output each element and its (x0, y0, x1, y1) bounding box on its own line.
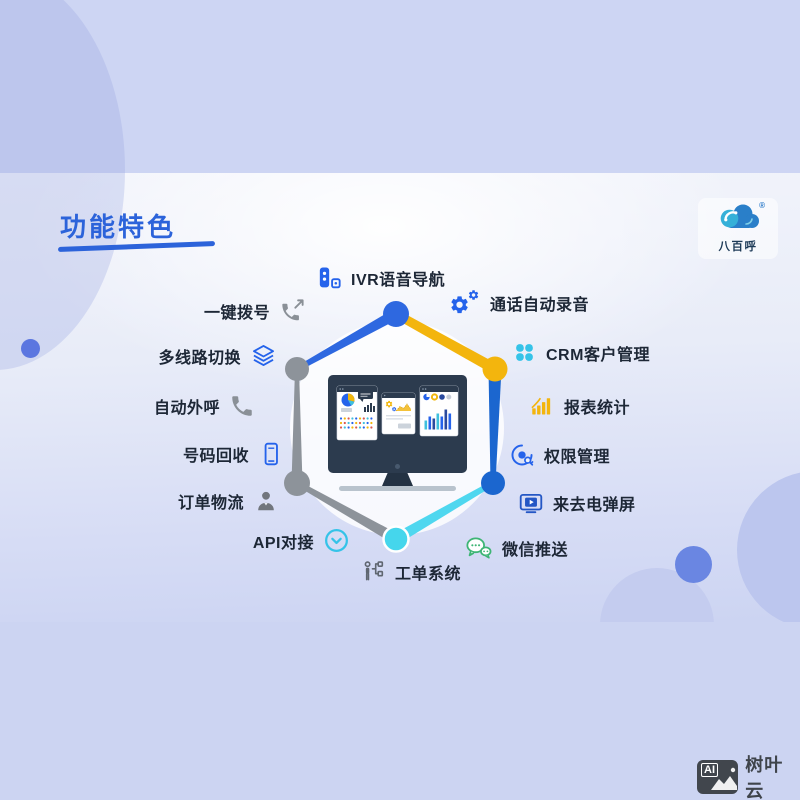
feature-label: 权限管理 (544, 449, 611, 466)
feature-label: 工单系统 (395, 566, 462, 583)
feature-item-record: 通话自动录音 (448, 288, 589, 317)
phone-outbound-icon (229, 393, 255, 419)
page-title: 功能特色 (60, 212, 177, 242)
feature-item-autocall: 自动外呼 (154, 393, 255, 419)
monitor-illustration (328, 375, 467, 491)
screen-popup-icon (518, 490, 544, 516)
feature-label: IVR语音导航 (351, 272, 446, 289)
permission-key-icon (509, 442, 535, 468)
monitor-stand (382, 473, 413, 486)
monitor-chin (328, 460, 467, 473)
workorder-icon (360, 559, 386, 585)
gears-icon (448, 288, 481, 317)
feature-item-crm: CRM客户管理 (512, 340, 650, 365)
feature-label: CRM客户管理 (546, 346, 650, 364)
feature-label: 微信推送 (502, 541, 569, 559)
dashboard-windows (336, 385, 459, 441)
layers-icon (250, 342, 277, 369)
cloud-phone-icon (720, 204, 759, 228)
mobile-phone-icon (258, 441, 284, 467)
feature-label: API对接 (252, 534, 314, 552)
feature-item-permission: 权限管理 (509, 442, 610, 468)
feature-label: 一键拨号 (203, 304, 270, 322)
feature-label: 报表统计 (564, 399, 631, 417)
monitor-screen (328, 375, 467, 460)
feature-label: 多线路切换 (158, 349, 241, 367)
feature-item-dial: 一键拨号 (204, 297, 306, 324)
feature-item-report: 报表统计 (528, 393, 630, 418)
decor-dot-bottomright (675, 546, 712, 583)
background-bottom-band (0, 622, 800, 800)
feature-label: 订单物流 (177, 495, 244, 512)
feature-item-multiline: 多线路切换 (158, 342, 277, 369)
brand-name: 八百呼 (718, 241, 758, 253)
feature-item-ivr: IVR语音导航 (314, 264, 445, 292)
feature-label: 号码回收 (182, 448, 249, 465)
ivr-menu-icon (314, 264, 342, 292)
watermark-brand: 树叶云 (745, 755, 784, 800)
monitor-camera-dot (395, 464, 400, 469)
wechat-icon (464, 534, 493, 561)
ai-icon-text: AI (701, 763, 718, 777)
feature-item-api: API对接 (253, 527, 350, 554)
feature-label: 来去电弹屏 (553, 497, 636, 514)
mountain-glyph (711, 767, 737, 790)
ai-image-icon: AI (697, 760, 739, 794)
feature-item-order: 订单物流 (178, 488, 279, 514)
brand-logo: ® 八百呼 (698, 198, 778, 259)
crm-clover-icon (512, 340, 537, 365)
feature-label: 通话自动录音 (490, 296, 590, 314)
decor-dot-left (21, 339, 40, 358)
feature-item-recycle: 号码回收 (183, 441, 284, 467)
person-icon (253, 488, 279, 514)
phone-dial-icon (279, 297, 306, 324)
monitor-base (339, 486, 456, 491)
feature-item-wechat: 微信推送 (464, 534, 568, 561)
report-bars-icon (528, 393, 555, 418)
api-chevron-icon (323, 527, 350, 554)
background-top-band (0, 0, 800, 173)
watermark: AI 树叶云 (697, 751, 800, 800)
registered-mark: ® (759, 201, 765, 210)
feature-item-ticket: 工单系统 (360, 559, 461, 585)
feature-item-popup: 来去电弹屏 (518, 490, 636, 516)
feature-label: 自动外呼 (153, 400, 220, 417)
